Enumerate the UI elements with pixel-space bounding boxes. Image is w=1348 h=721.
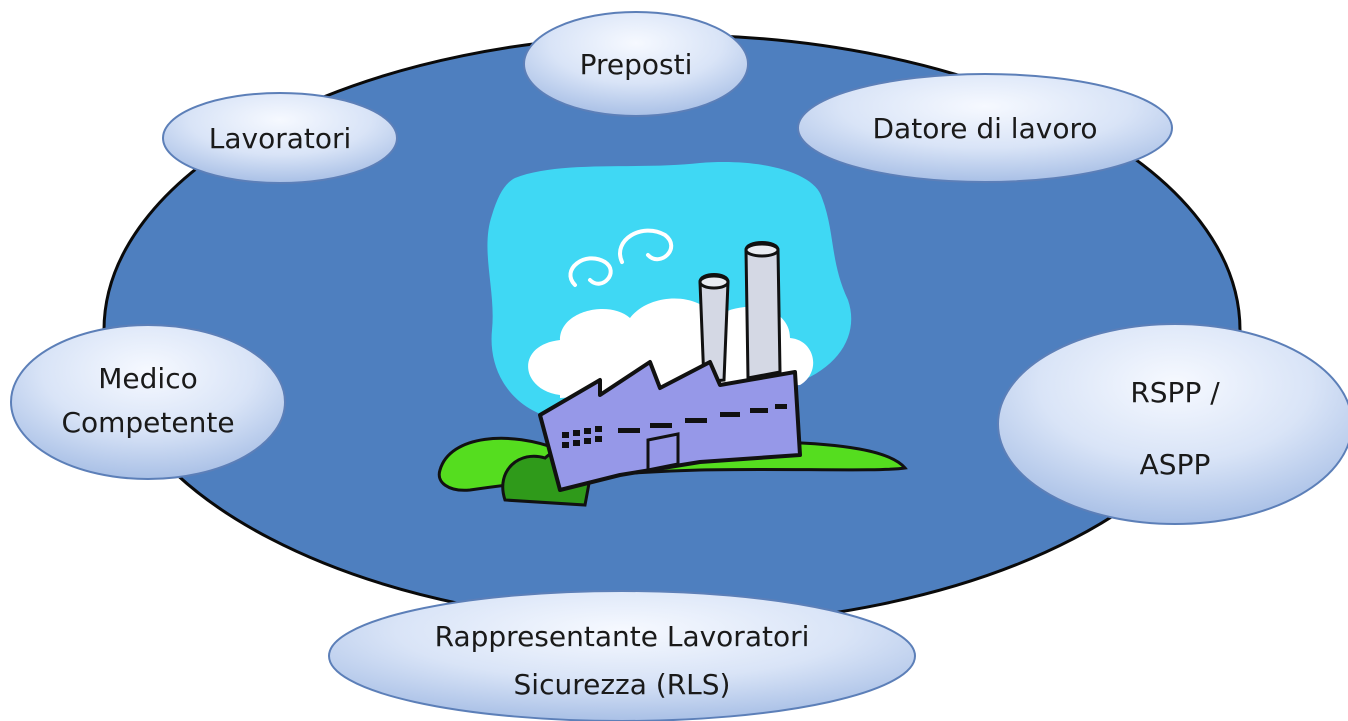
medico-label-line1: Medico xyxy=(98,362,197,395)
node-medico-competente: Medico Competente xyxy=(10,324,286,480)
rls-label-line2: Sicurezza (RLS) xyxy=(514,668,731,701)
cloud-shape xyxy=(528,298,814,398)
rspp-label-line1: RSPP / xyxy=(1130,376,1220,409)
node-rls: Rappresentante Lavoratori Sicurezza (RLS… xyxy=(328,590,916,721)
lavoratori-label: Lavoratori xyxy=(209,122,352,155)
factory-windows xyxy=(562,404,787,448)
node-datore-di-lavoro: Datore di lavoro xyxy=(797,73,1173,183)
medico-label-line2: Competente xyxy=(61,406,234,439)
chimney-right xyxy=(744,241,782,380)
rls-label-line1: Rappresentante Lavoratori xyxy=(435,620,810,653)
rspp-label-line2: ASPP xyxy=(1140,448,1211,481)
swirl-icon xyxy=(568,256,613,287)
preposti-label: Preposti xyxy=(580,48,693,81)
factory-icon xyxy=(437,161,908,507)
node-lavoratori: Lavoratori xyxy=(162,92,398,184)
node-preposti: Preposti xyxy=(523,11,749,117)
swirl-icon xyxy=(618,228,674,264)
datore-label: Datore di lavoro xyxy=(873,112,1098,145)
factory-door xyxy=(646,432,680,472)
node-rspp-aspp: RSPP / ASPP xyxy=(997,323,1348,525)
